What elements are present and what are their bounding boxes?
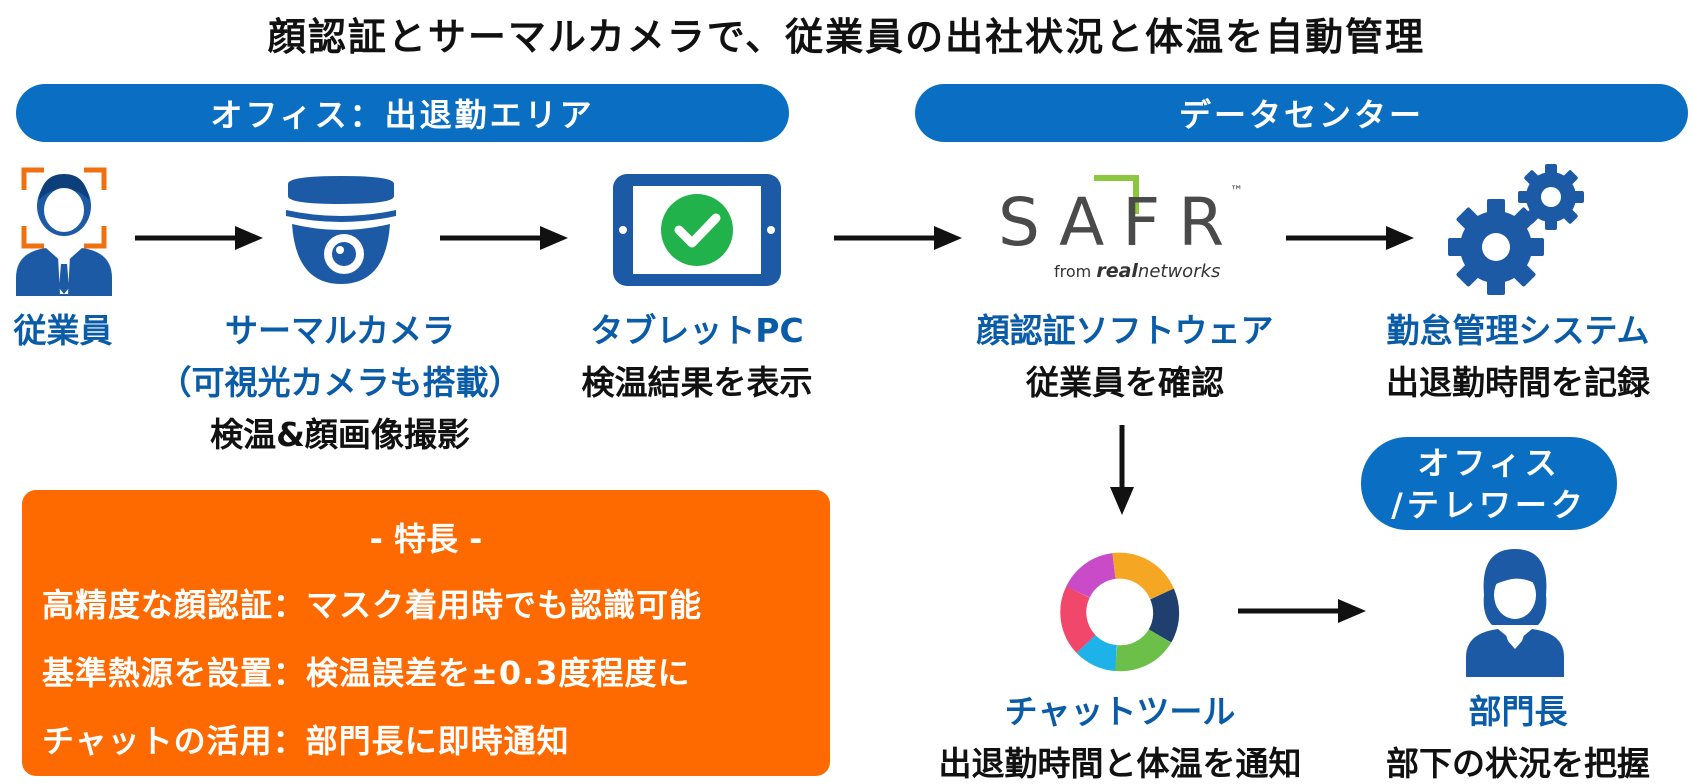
arrow-down <box>1110 425 1134 515</box>
safr-logo-frame <box>1094 175 1139 214</box>
chat-desc: 出退勤時間と体温を通知 <box>938 744 1302 783</box>
tablet-labels: タブレットPC 検温結果を表示 <box>547 304 847 404</box>
safr-brand-rest: networks <box>1137 261 1221 282</box>
safr-logo-text: SAFR <box>998 184 1243 261</box>
dome-camera-icon <box>286 176 396 284</box>
section-datacenter: データセンター <box>915 84 1688 142</box>
camera-name-line2: （可視光カメラも搭載） <box>158 363 522 402</box>
safr-from-line: from realnetworks <box>1054 260 1220 282</box>
tablet-check-icon <box>613 174 781 286</box>
chat-name: チャットツール <box>1004 692 1236 731</box>
tablet-name: タブレットPC <box>590 311 804 350</box>
woman-icon <box>1466 549 1564 677</box>
gears-icon <box>1448 164 1584 295</box>
safr-from: from <box>1054 262 1092 281</box>
manager-desc: 部下の状況を把握 <box>1386 744 1650 783</box>
safr-trademark: ™ <box>1230 184 1243 199</box>
tablet-desc: 検温結果を表示 <box>581 363 813 402</box>
features-heading: - 特長 - <box>369 520 483 558</box>
attendance-desc: 出退勤時間を記録 <box>1386 363 1650 402</box>
section-office: オフィス：出退勤エリア <box>16 84 789 142</box>
arrow-right <box>1238 599 1366 623</box>
section-telework-line1: オフィス <box>1417 443 1561 482</box>
software-desc: 従業員を確認 <box>1026 363 1224 402</box>
features-box: - 特長 - 高精度な顔認証：マスク着用時でも認識可能 基準熱源を設置：検温誤差… <box>22 490 830 776</box>
page-title: 顔認証とサーマルカメラで、従業員の出社状況と体温を自動管理 <box>267 15 1426 59</box>
attendance-labels: 勤怠管理システム 出退勤時間を記録 <box>1350 304 1686 404</box>
manager-labels: 部門長 部下の状況を把握 <box>1350 685 1686 784</box>
arrow-right <box>1286 226 1414 250</box>
section-telework-line2: /テレワーク <box>1391 485 1587 524</box>
safr-logo: SAFR ™ from realnetworks <box>998 174 1250 284</box>
arrow-right <box>440 226 568 250</box>
camera-name-line1: サーマルカメラ <box>224 311 455 350</box>
arrow-right <box>834 226 962 250</box>
feature-item: 基準熱源を設置：検温誤差を±0.3度程度に <box>42 654 691 692</box>
camera-labels: サーマルカメラ （可視光カメラも搭載） 検温&顔画像撮影 <box>140 304 540 456</box>
employee-label: 従業員 <box>13 311 113 350</box>
section-telework: オフィス /テレワーク <box>1361 437 1617 530</box>
chat-ring-icon <box>1060 552 1180 672</box>
attendance-name: 勤怠管理システム <box>1386 311 1650 350</box>
camera-desc: 検温&顔画像撮影 <box>210 415 470 454</box>
feature-item: 高精度な顔認証：マスク着用時でも認識可能 <box>42 586 703 624</box>
software-name: 顔認証ソフトウェア <box>976 311 1274 350</box>
person-scan-icon <box>16 167 112 296</box>
arrow-right <box>135 226 263 250</box>
manager-name: 部門長 <box>1468 692 1568 731</box>
safr-brand-bold: real <box>1096 260 1138 282</box>
feature-item: チャットの活用：部門長に即時通知 <box>42 722 570 760</box>
chat-labels: チャットツール 出退勤時間と体温を通知 <box>880 685 1360 784</box>
software-labels: 顔認証ソフトウェア 従業員を確認 <box>935 304 1315 404</box>
